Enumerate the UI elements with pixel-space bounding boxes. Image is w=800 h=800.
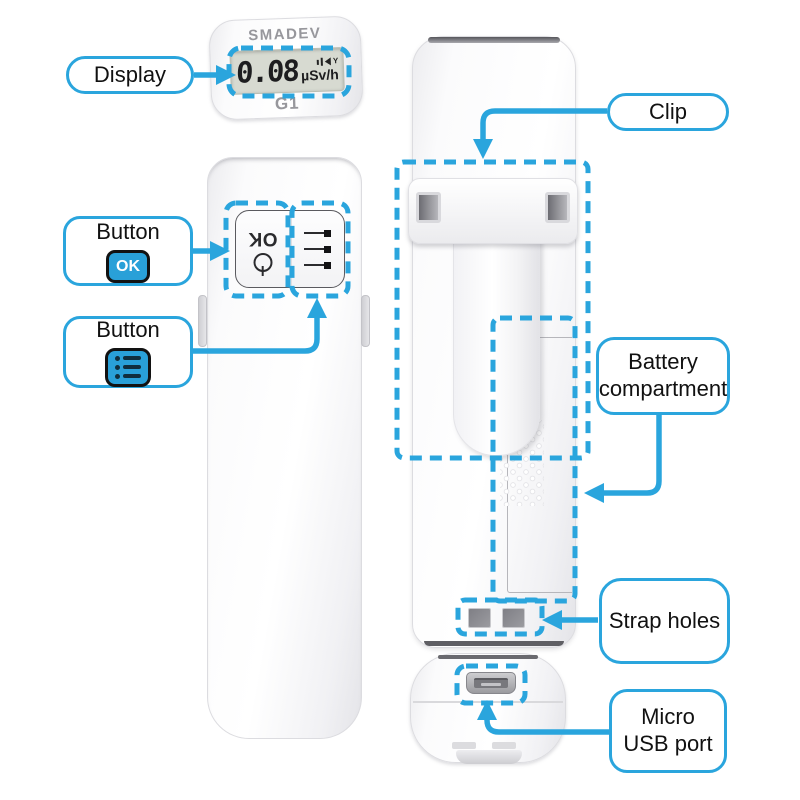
menu-button: [292, 211, 345, 287]
display-callout: Display: [66, 56, 194, 94]
menu-list-icon: [105, 347, 151, 387]
side-button-right: [361, 295, 370, 347]
micro-usb-callout-label: Micro USB port: [623, 704, 713, 756]
battery-arrow-line: [602, 414, 662, 496]
clip-crossbar: [408, 178, 578, 244]
clip-callout-label: Clip: [649, 98, 687, 124]
side-button-left: [198, 295, 207, 347]
ok-power-button: OK: [236, 211, 289, 287]
clip-callout: Clip: [607, 93, 729, 131]
ok-button-text: OK: [247, 227, 278, 249]
model-text: G1: [274, 93, 300, 114]
strap-holes-callout-label: Strap holes: [608, 607, 721, 633]
ok-badge-icon: OK: [106, 249, 150, 283]
button-menu-callout: Button: [63, 316, 193, 388]
button-panel: OK: [235, 210, 345, 288]
battery-callout: Battery compartment: [596, 337, 730, 415]
lcd-unit: µSv/h: [300, 66, 340, 84]
display-callout-label: Display: [93, 61, 167, 87]
menu-lines-icon: [304, 229, 332, 269]
strap-hole-left: [468, 608, 491, 628]
lcd-reading: 0.08: [235, 53, 299, 90]
battery-arrowhead: [584, 483, 604, 503]
brand-text: SMADEV: [247, 24, 322, 45]
speaker-alert-icon: [316, 59, 320, 65]
button-ok-callout-label: Button: [96, 219, 160, 244]
display-head: SMADEV 0.08 Y µSv/h G1: [208, 15, 364, 121]
bottom-notch-left: [452, 742, 476, 749]
button-menu-callout-label: Button: [96, 317, 160, 343]
back-bottom-edge: [424, 641, 564, 646]
micro-usb-port: [466, 672, 516, 694]
strap-holes-callout: Strap holes: [599, 578, 730, 664]
battery-callout-label: Battery compartment: [598, 349, 728, 401]
bottom-top-edge: [438, 655, 538, 659]
power-icon: [252, 252, 272, 272]
antenna-icon: Y: [332, 56, 339, 66]
clip-hole-right: [545, 192, 570, 223]
micro-usb-callout: Micro USB port: [609, 689, 727, 773]
bottom-foot: [456, 750, 522, 764]
lcd-screen: 0.08 Y µSv/h: [229, 46, 345, 95]
back-top-edge: [428, 37, 560, 43]
strap-hole-right: [502, 608, 525, 628]
bottom-seam-line: [413, 701, 563, 703]
bottom-view-body: [410, 653, 566, 763]
button-ok-callout: Button OK: [63, 216, 193, 286]
bottom-notch-right: [492, 742, 516, 749]
clip-hole-left: [416, 192, 441, 223]
